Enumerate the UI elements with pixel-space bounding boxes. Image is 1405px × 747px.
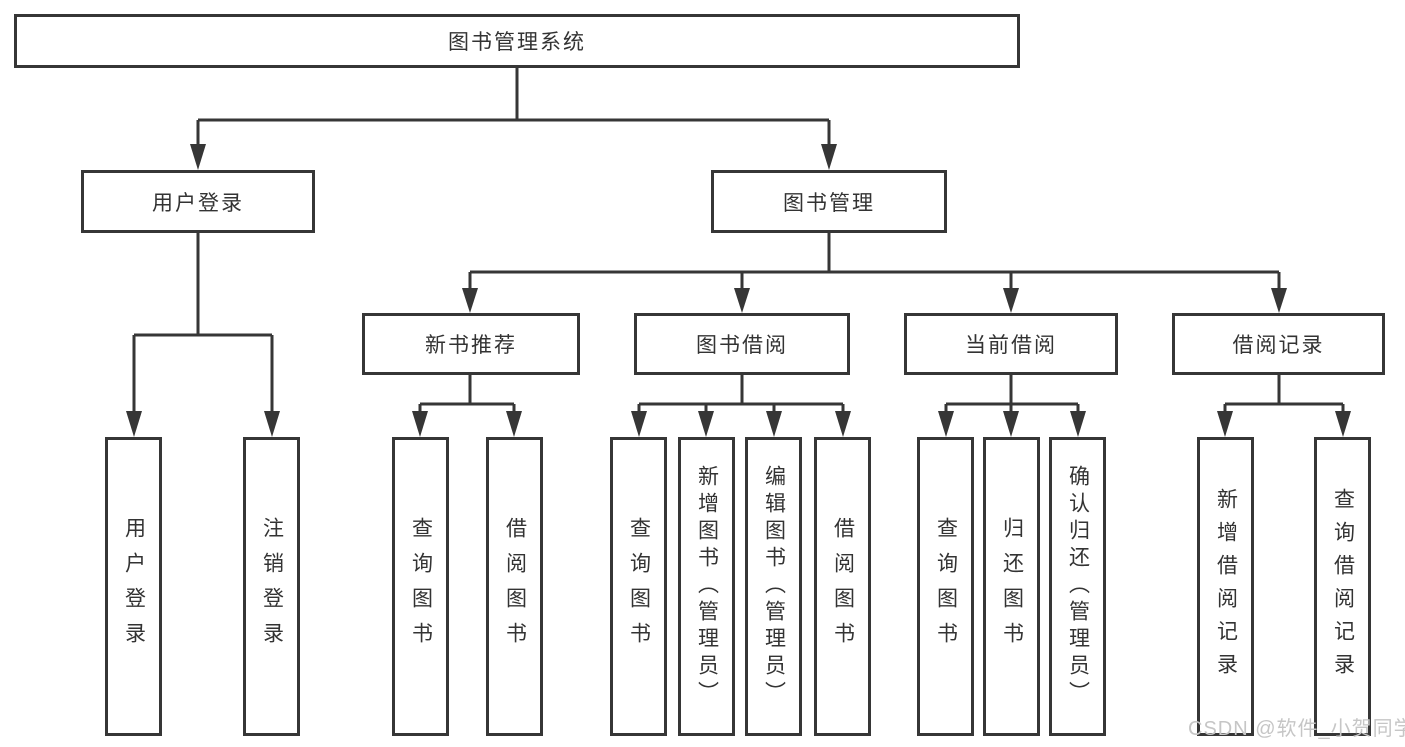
leaf-label: 查询图书 [409,516,433,657]
node-borrow-records: 借阅记录 [1172,313,1385,375]
leaf-return-book: 归还图书 [983,437,1040,736]
leaf-label: 借阅图书 [503,516,527,657]
node-label: 图书管理 [783,191,875,215]
leaf-label: 查询图书 [934,516,958,657]
node-current-borrow: 当前借阅 [904,313,1118,375]
node-user-login-branch: 用户登录 [81,170,315,233]
leaf-logout: 注销登录 [243,437,300,736]
leaf-label: 归还图书 [1000,516,1024,657]
node-label: 用户登录 [152,191,244,215]
leaf-add-borrow-record: 新增借阅记录 [1197,437,1254,736]
node-label: 图书管理系统 [448,31,586,54]
node-label: 图书借阅 [696,334,788,357]
leaf-borrow-books-recommend: 借阅图书 [486,437,543,736]
leaf-label: 编辑图书（管理员） [762,465,786,708]
leaf-borrow-books: 借阅图书 [814,437,871,736]
leaf-query-books-current: 查询图书 [917,437,974,736]
leaf-label: 确认归还（管理员） [1066,465,1090,708]
node-book-management-branch: 图书管理 [711,170,947,233]
leaf-label: 用户登录 [122,516,146,657]
leaf-query-books-borrow: 查询图书 [610,437,667,736]
leaf-label: 新增借阅记录 [1214,487,1238,686]
leaf-user-login: 用户登录 [105,437,162,736]
node-new-book-recommend: 新书推荐 [362,313,580,375]
leaf-query-borrow-record: 查询借阅记录 [1314,437,1371,736]
leaf-label: 查询借阅记录 [1331,487,1355,686]
leaf-label: 注销登录 [260,516,284,657]
node-book-borrow: 图书借阅 [634,313,850,375]
node-label: 借阅记录 [1232,334,1325,357]
node-label: 当前借阅 [965,334,1057,357]
leaf-label: 新增图书（管理员） [695,465,719,708]
node-label: 新书推荐 [425,334,517,357]
leaf-edit-book-admin: 编辑图书（管理员） [745,437,802,736]
csdn-watermark: CSDN @软件_小贺同学 [1188,718,1405,740]
leaf-label: 借阅图书 [831,516,855,657]
leaf-label: 查询图书 [627,516,651,657]
leaf-add-book-admin: 新增图书（管理员） [678,437,735,736]
leaf-confirm-return-admin: 确认归还（管理员） [1049,437,1106,736]
node-library-system: 图书管理系统 [14,14,1020,68]
leaf-query-books-recommend: 查询图书 [392,437,449,736]
